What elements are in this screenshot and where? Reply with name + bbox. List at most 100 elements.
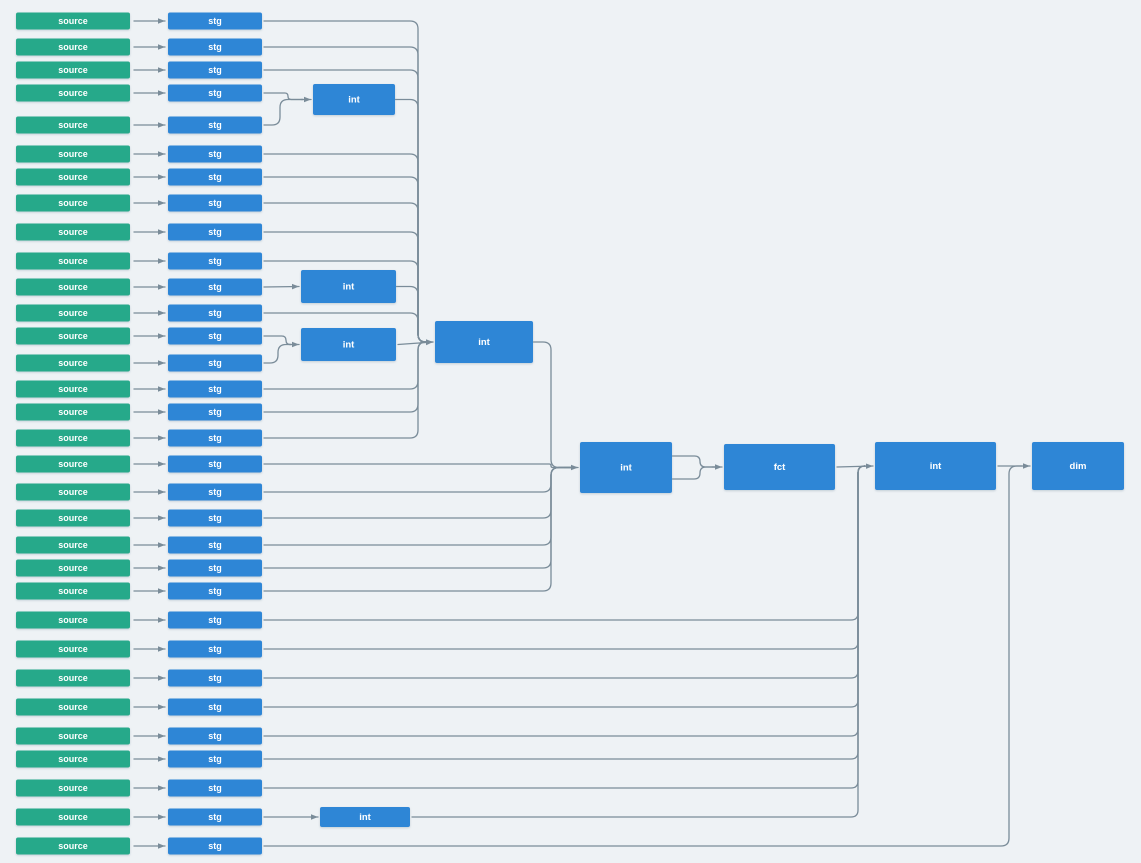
stg-node-26[interactable]: stg (168, 698, 262, 716)
source-node-15[interactable]: source (16, 403, 130, 421)
stg-node-19[interactable]: stg (168, 509, 262, 527)
stg-node-12-rect[interactable] (168, 327, 262, 345)
stg-node-25-rect[interactable] (168, 669, 262, 687)
node-int-d-rect[interactable] (435, 321, 533, 363)
source-node-11[interactable]: source (16, 304, 130, 322)
stg-node-15[interactable]: stg (168, 403, 262, 421)
source-node-2-rect[interactable] (16, 61, 130, 79)
stg-node-11[interactable]: stg (168, 304, 262, 322)
stg-node-22-rect[interactable] (168, 582, 262, 600)
stg-node-14-rect[interactable] (168, 380, 262, 398)
node-int-c[interactable]: int (301, 328, 396, 361)
stg-node-1[interactable]: stg (168, 38, 262, 56)
stg-node-9[interactable]: stg (168, 252, 262, 270)
source-node-8-rect[interactable] (16, 223, 130, 241)
source-node-19-rect[interactable] (16, 509, 130, 527)
source-node-22[interactable]: source (16, 582, 130, 600)
stg-node-4-rect[interactable] (168, 116, 262, 134)
stg-node-2-rect[interactable] (168, 61, 262, 79)
source-node-12[interactable]: source (16, 327, 130, 345)
source-node-31-rect[interactable] (16, 837, 130, 855)
source-node-4-rect[interactable] (16, 116, 130, 134)
source-node-13-rect[interactable] (16, 354, 130, 372)
source-node-15-rect[interactable] (16, 403, 130, 421)
stg-node-21[interactable]: stg (168, 559, 262, 577)
stg-node-29[interactable]: stg (168, 779, 262, 797)
stg-node-12[interactable]: stg (168, 327, 262, 345)
source-node-17[interactable]: source (16, 455, 130, 473)
source-node-30-rect[interactable] (16, 808, 130, 826)
source-node-26-rect[interactable] (16, 698, 130, 716)
source-node-19[interactable]: source (16, 509, 130, 527)
source-node-12-rect[interactable] (16, 327, 130, 345)
node-int-e[interactable]: int (580, 442, 672, 493)
stg-node-6[interactable]: stg (168, 168, 262, 186)
stg-node-9-rect[interactable] (168, 252, 262, 270)
source-node-18[interactable]: source (16, 483, 130, 501)
stg-node-23-rect[interactable] (168, 611, 262, 629)
stg-node-10[interactable]: stg (168, 278, 262, 296)
stg-node-19-rect[interactable] (168, 509, 262, 527)
node-int-g[interactable]: int (320, 807, 410, 827)
stg-node-16-rect[interactable] (168, 429, 262, 447)
source-node-30[interactable]: source (16, 808, 130, 826)
source-node-14[interactable]: source (16, 380, 130, 398)
source-node-27-rect[interactable] (16, 727, 130, 745)
stg-node-13[interactable]: stg (168, 354, 262, 372)
stg-node-0[interactable]: stg (168, 12, 262, 30)
stg-node-28-rect[interactable] (168, 750, 262, 768)
source-node-27[interactable]: source (16, 727, 130, 745)
stg-node-6-rect[interactable] (168, 168, 262, 186)
stg-node-4[interactable]: stg (168, 116, 262, 134)
stg-node-8-rect[interactable] (168, 223, 262, 241)
source-node-16-rect[interactable] (16, 429, 130, 447)
stg-node-5-rect[interactable] (168, 145, 262, 163)
source-node-1-rect[interactable] (16, 38, 130, 56)
node-int-c-rect[interactable] (301, 328, 396, 361)
source-node-6[interactable]: source (16, 168, 130, 186)
stg-node-21-rect[interactable] (168, 559, 262, 577)
stg-node-24-rect[interactable] (168, 640, 262, 658)
stg-node-30-rect[interactable] (168, 808, 262, 826)
stg-node-24[interactable]: stg (168, 640, 262, 658)
stg-node-26-rect[interactable] (168, 698, 262, 716)
stg-node-25[interactable]: stg (168, 669, 262, 687)
node-fct-a[interactable]: fct (724, 444, 835, 490)
node-int-d[interactable]: int (435, 321, 533, 363)
node-int-g-rect[interactable] (320, 807, 410, 827)
stg-node-29-rect[interactable] (168, 779, 262, 797)
source-node-5-rect[interactable] (16, 145, 130, 163)
source-node-29[interactable]: source (16, 779, 130, 797)
source-node-26[interactable]: source (16, 698, 130, 716)
stg-node-1-rect[interactable] (168, 38, 262, 56)
stg-node-2[interactable]: stg (168, 61, 262, 79)
source-node-0[interactable]: source (16, 12, 130, 30)
source-node-25-rect[interactable] (16, 669, 130, 687)
source-node-0-rect[interactable] (16, 12, 130, 30)
node-int-a-rect[interactable] (313, 84, 395, 115)
stg-node-16[interactable]: stg (168, 429, 262, 447)
stg-node-3[interactable]: stg (168, 84, 262, 102)
source-node-1[interactable]: source (16, 38, 130, 56)
node-int-b[interactable]: int (301, 270, 396, 303)
source-node-13[interactable]: source (16, 354, 130, 372)
stg-node-7-rect[interactable] (168, 194, 262, 212)
source-node-14-rect[interactable] (16, 380, 130, 398)
source-node-17-rect[interactable] (16, 455, 130, 473)
stg-node-18-rect[interactable] (168, 483, 262, 501)
source-node-25[interactable]: source (16, 669, 130, 687)
stg-node-31-rect[interactable] (168, 837, 262, 855)
stg-node-8[interactable]: stg (168, 223, 262, 241)
stg-node-10-rect[interactable] (168, 278, 262, 296)
source-node-10[interactable]: source (16, 278, 130, 296)
stg-node-28[interactable]: stg (168, 750, 262, 768)
stg-node-11-rect[interactable] (168, 304, 262, 322)
source-node-6-rect[interactable] (16, 168, 130, 186)
node-dim-a[interactable]: dim (1032, 442, 1124, 490)
source-node-29-rect[interactable] (16, 779, 130, 797)
node-int-f-rect[interactable] (875, 442, 996, 490)
source-node-2[interactable]: source (16, 61, 130, 79)
stg-node-13-rect[interactable] (168, 354, 262, 372)
stg-node-18[interactable]: stg (168, 483, 262, 501)
source-node-4[interactable]: source (16, 116, 130, 134)
